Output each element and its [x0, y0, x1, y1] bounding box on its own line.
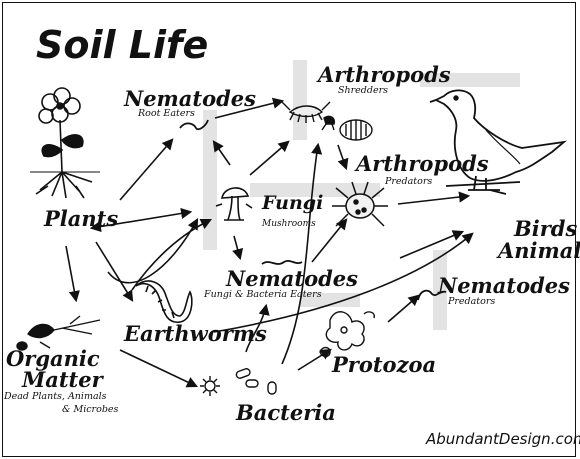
- bird-icon: [430, 90, 564, 194]
- diagram-title: Soil Life: [36, 26, 208, 64]
- plants-label: Plants: [44, 208, 118, 229]
- protozoa-icon: [320, 312, 374, 357]
- nematodes-root-eaters-sublabel: Root Eaters: [138, 109, 195, 119]
- nematodes-predators-label: Nematodes: [438, 275, 570, 296]
- flower-plant-icon: [30, 88, 100, 198]
- nematodes-predators-sublabel: Predators: [448, 297, 495, 307]
- arthropods-shredders-label: Arthropods: [318, 64, 451, 85]
- credit-text: AbundantDesign.com: [426, 432, 580, 447]
- mushroom-icon: [216, 188, 252, 220]
- arthropods-shredders-sublabel: Shredders: [338, 86, 388, 96]
- arrow-protozoa-to-nematodes-pred: [388, 296, 418, 322]
- arrow-bacteria-to-arthropods-long: [282, 145, 318, 364]
- arthropods-predators-sublabel: Predators: [385, 177, 432, 187]
- arthropods-predators-label: Arthropods: [356, 153, 489, 174]
- organic-matter-sublabel-line1: Dead Plants, Animals: [4, 392, 107, 402]
- arrow-fungi-to-nematodes-fb: [234, 236, 240, 258]
- arrow-organic-to-bacteria: [120, 350, 196, 386]
- arrow-bacteria-to-protozoa: [298, 350, 330, 370]
- organic-matter-label-line1: Organic: [6, 348, 100, 369]
- organic-matter-label-line2: Matter: [22, 369, 103, 390]
- birds-animals-label-line2: Animals: [498, 240, 580, 261]
- arrow-plants-to-organic: [66, 246, 76, 300]
- organic-matter-sublabel-line2: & Microbes: [62, 405, 118, 415]
- fungi-label: Fungi: [262, 194, 323, 213]
- fungi-sublabel: Mushrooms: [262, 220, 316, 229]
- arrow-arthropods-shred-to-pred: [338, 145, 346, 168]
- protozoa-label: Protozoa: [332, 354, 436, 375]
- nematodes-fungi-bacteria-sublabel: Fungi & Bacteria Eaters: [204, 290, 322, 300]
- arrow-arthropods-to-birds: [398, 196, 468, 204]
- organic-matter-icon: [17, 316, 100, 350]
- arrow-fungi-to-arthropods: [250, 142, 288, 175]
- nematodes-fungi-bacteria-label: Nematodes: [226, 268, 358, 289]
- birds-animals-label-line1: Birds &: [514, 218, 580, 239]
- bacteria-icon: [200, 368, 276, 396]
- arrow-plants-to-earthworms: [96, 242, 132, 300]
- nematodes-root-eaters-label: Nematodes: [124, 88, 256, 109]
- arrow-plants-to-nematodes-root: [120, 140, 172, 200]
- arrow-nematodes-pred-to-birds: [400, 232, 462, 258]
- earthworm-icon: [136, 281, 192, 322]
- pillbug-icon: [340, 120, 372, 140]
- earthworms-label: Earthworms: [124, 323, 267, 344]
- arrow-plants-to-fungi-eaters: [108, 220, 197, 283]
- springtail-icon: [322, 116, 334, 130]
- bacteria-label: Bacteria: [236, 402, 336, 423]
- arrow-nematodes-fb-to-arthropods: [312, 220, 346, 262]
